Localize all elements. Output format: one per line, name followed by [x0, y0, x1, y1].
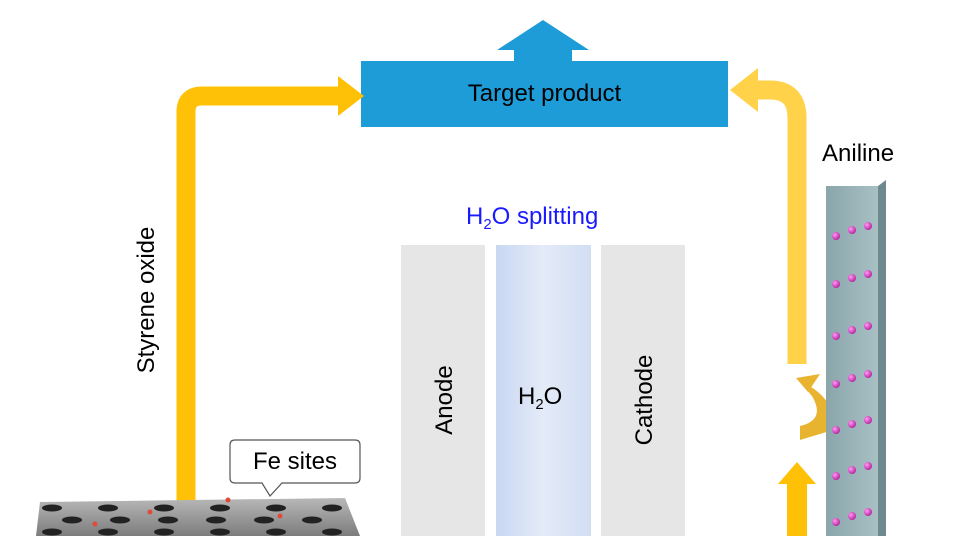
catalyst-hole: [266, 504, 286, 512]
aniline-label: Aniline: [822, 140, 895, 167]
right-lower-arrow-shaft: [787, 483, 807, 536]
electrode-dot: [832, 232, 840, 240]
fe-site-dot: [225, 497, 231, 503]
electrode-dot: [832, 518, 840, 526]
fe-site-dot: [147, 509, 153, 515]
electrode-dot: [848, 326, 856, 334]
electrode-dot: [848, 226, 856, 234]
catalyst-hole: [266, 528, 286, 536]
electrode-dot: [864, 370, 872, 378]
fe-site-dot: [92, 521, 98, 527]
catalyst-hole: [254, 516, 274, 524]
right-lower-arrow-head: [778, 462, 816, 484]
electrolyte-region: [496, 245, 591, 536]
catalyst-hole: [206, 516, 226, 524]
aniline-electrode: [826, 180, 886, 536]
electrode-dot: [864, 322, 872, 330]
fe-sites-callout: [229, 439, 361, 497]
fe-sites-label: Fe sites: [252, 448, 338, 475]
anode-label: Anode: [431, 365, 458, 435]
catalyst-sheet: [36, 497, 360, 536]
catalyst-hole: [302, 516, 322, 524]
electrode-dot: [832, 380, 840, 388]
electrode-dot: [832, 332, 840, 340]
catalyst-hole: [42, 504, 62, 512]
target-product-box: [361, 20, 728, 127]
fe-site-dot: [277, 513, 283, 519]
left-arrow-head: [338, 76, 364, 116]
catalyst-holes: [42, 497, 342, 536]
catalyst-hole: [154, 504, 174, 512]
catalyst-hole: [98, 504, 118, 512]
catalyst-hole: [98, 528, 118, 536]
catalyst-hole: [42, 528, 62, 536]
h2o-label: H2O: [518, 383, 563, 414]
electrode-side: [878, 180, 886, 536]
electrode-dot: [864, 462, 872, 470]
cathode-plate: [601, 245, 685, 536]
catalyst-hole: [322, 504, 342, 512]
electrolyzer: [401, 245, 685, 536]
cathode-label: Cathode: [631, 354, 658, 446]
catalyst-hole: [210, 528, 230, 536]
catalyst-hole: [62, 516, 82, 524]
anode-plate: [401, 245, 485, 536]
target-product-label: Target product: [467, 80, 622, 107]
output-up-arrow: [497, 20, 589, 62]
electrode-dot: [864, 222, 872, 230]
electrode-dot: [848, 420, 856, 428]
styrene-oxide-arrow: [176, 76, 364, 518]
electrode-dots: [832, 222, 872, 526]
right-arrow-head: [730, 68, 758, 112]
electrode-dot: [848, 274, 856, 282]
target-product-rect: [361, 61, 728, 127]
electrode-dot: [832, 280, 840, 288]
aniline-arrow: [730, 68, 834, 536]
catalyst-hole: [110, 516, 130, 524]
catalyst-hole: [158, 516, 178, 524]
electrode-dot: [832, 472, 840, 480]
electrode-dot: [848, 466, 856, 474]
catalyst-hole: [322, 528, 342, 536]
electrode-dot: [864, 508, 872, 516]
electrode-dot: [848, 512, 856, 520]
catalyst-hole: [154, 528, 174, 536]
catalyst-hole: [210, 504, 230, 512]
electrode-dot: [848, 374, 856, 382]
electrode-dot: [832, 426, 840, 434]
electrode-dot: [864, 270, 872, 278]
h2o-splitting-label: H2O splitting: [466, 203, 599, 234]
curved-arrow-tip: [796, 374, 820, 392]
styrene-oxide-label: Styrene oxide: [133, 226, 160, 374]
curved-return-arrow: [798, 380, 834, 440]
electrode-dot: [864, 416, 872, 424]
